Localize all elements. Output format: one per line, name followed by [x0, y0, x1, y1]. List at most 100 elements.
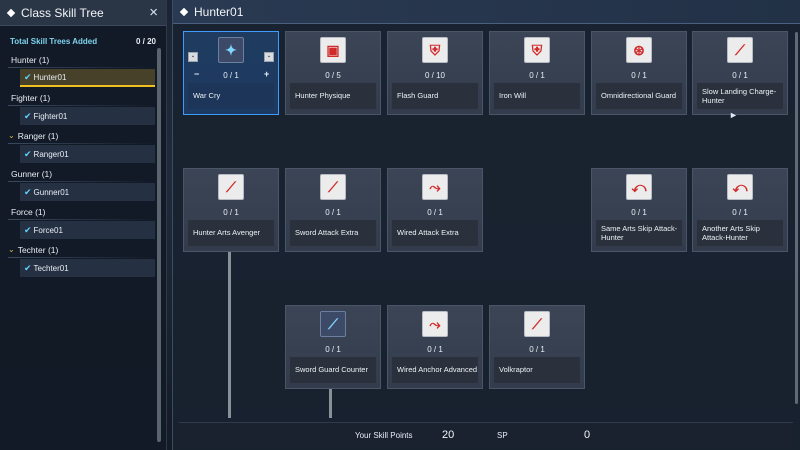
skill-name: Hunter Arts Avenger: [188, 220, 274, 246]
wired-anchor-advanced-icon: ⤳: [422, 311, 448, 337]
skill-tree-item-ranger01[interactable]: ✔ Ranger01: [20, 145, 155, 163]
skill-name: Wired Attack Extra: [392, 220, 478, 246]
skill-name: Hunter Physique: [290, 83, 376, 109]
skill-points-label: Your Skill Points: [355, 431, 413, 440]
chevron-icon: ⌄: [8, 245, 15, 254]
skill-card-same-arts-skip-attack-hunter[interactable]: ⤺ 0 / 1 Same Arts Skip Attack-Hunter: [591, 168, 687, 252]
check-icon: ✔: [24, 71, 32, 82]
slot-icon: ▪: [188, 52, 198, 62]
skill-level: 0 / 1: [631, 71, 647, 80]
skill-tree-scrollbar[interactable]: [795, 32, 798, 404]
skill-card-volkraptor[interactable]: ⟋ 0 / 1 Volkraptor: [489, 305, 585, 389]
skill-name: Same Arts Skip Attack-Hunter: [596, 220, 682, 246]
slow-landing-icon: ⟋: [727, 37, 753, 63]
sp-label: SP: [497, 431, 508, 440]
panel-header: Class Skill Tree ×: [0, 0, 166, 26]
slot-icon: ▪: [264, 52, 274, 62]
class-heading-techter: ⌄ Techter (1): [8, 240, 155, 259]
skill-card-hunter-physique[interactable]: ▣ 0 / 5 Hunter Physique: [285, 31, 381, 115]
skill-tree-item-force01[interactable]: ✔ Force01: [20, 221, 155, 239]
tree-connector: [228, 252, 231, 418]
skill-level: 0 / 5: [325, 71, 341, 80]
skill-card-sword-attack-extra[interactable]: ⟋ 0 / 1 Sword Attack Extra: [285, 168, 381, 252]
skill-level: 0 / 1: [223, 71, 239, 80]
skill-level: 0 / 1: [529, 345, 545, 354]
volkraptor-icon: ⟋: [524, 311, 550, 337]
skill-tree-title: Hunter01: [194, 4, 244, 19]
skill-points-value: 20: [442, 429, 455, 441]
chevron-icon: ⌄: [8, 131, 15, 140]
skill-name: Omnidirectional Guard: [596, 83, 682, 109]
skill-name: Another Arts Skip Attack-Hunter: [697, 220, 783, 246]
skill-name: Volkraptor: [494, 357, 580, 383]
skill-level: 0 / 1: [732, 208, 748, 217]
class-heading-ranger: ⌄ Ranger (1): [8, 126, 155, 145]
skill-card-another-arts-skip-attack-hunter[interactable]: ⤺ 0 / 1 Another Arts Skip Attack-Hunter: [692, 168, 788, 252]
skill-level: 0 / 1: [631, 208, 647, 217]
close-icon[interactable]: ×: [149, 4, 158, 21]
skill-tree-header: Hunter01: [173, 0, 800, 24]
check-icon: ✔: [24, 262, 32, 273]
tree-connector: [329, 388, 332, 418]
skill-tree-item-techter01[interactable]: ✔ Techter01: [20, 259, 155, 277]
skill-tree-item-hunter01[interactable]: ✔ Hunter01: [20, 69, 155, 87]
diamond-icon: [179, 7, 189, 16]
flash-guard-icon: ⛨: [422, 37, 448, 63]
skill-level: 0 / 1: [732, 71, 748, 80]
skill-card-omnidirectional-guard[interactable]: ⊛ 0 / 1 Omnidirectional Guard: [591, 31, 687, 115]
skill-card-war-cry[interactable]: ▪ ▪ ✦ − 0 / 1 + War Cry: [183, 31, 279, 115]
same-arts-skip-icon: ⤺: [626, 174, 652, 200]
hunter-physique-icon: ▣: [320, 37, 346, 63]
skill-level: 0 / 1: [325, 208, 341, 217]
class-skill-tree-panel: Class Skill Tree × Total Skill Trees Add…: [0, 0, 167, 450]
another-arts-skip-icon: ⤺: [727, 174, 753, 200]
skill-name: Sword Attack Extra: [290, 220, 376, 246]
sword-guard-counter-icon: ⟋: [320, 311, 346, 337]
iron-will-icon: ⛨: [524, 37, 550, 63]
skill-card-flash-guard[interactable]: ⛨ 0 / 10 Flash Guard: [387, 31, 483, 115]
summary-label: Total Skill Trees Added: [10, 36, 98, 46]
skill-level: 0 / 1: [427, 208, 443, 217]
increase-button[interactable]: +: [264, 69, 270, 79]
check-icon: ✔: [24, 186, 32, 197]
skill-level: 0 / 1: [427, 345, 443, 354]
class-heading-hunter: Hunter (1): [8, 50, 155, 69]
class-heading-fighter: Fighter (1): [8, 88, 155, 107]
war-cry-icon: ✦: [218, 37, 244, 63]
skill-card-wired-anchor-advanced[interactable]: ⤳ 0 / 1 Wired Anchor Advanced: [387, 305, 483, 389]
left-scrollbar[interactable]: [157, 48, 161, 442]
skill-name: Slow Landing Charge-Hunter: [697, 83, 783, 109]
diamond-icon: [6, 8, 16, 17]
skill-name: Iron Will: [494, 83, 580, 109]
skill-name: Flash Guard: [392, 83, 478, 109]
skill-level: 0 / 1: [223, 208, 239, 217]
summary-count: 0 / 20: [135, 36, 156, 46]
check-icon: ✔: [24, 148, 32, 159]
arrow-right-icon: ►: [729, 110, 738, 120]
omnidirectional-guard-icon: ⊛: [626, 37, 652, 63]
class-heading-gunner: Gunner (1): [8, 164, 155, 183]
skill-tree-item-fighter01[interactable]: ✔ Fighter01: [20, 107, 155, 125]
skill-tree-item-gunner01[interactable]: ✔ Gunner01: [20, 183, 155, 201]
skill-level: 0 / 1: [529, 71, 545, 80]
skill-card-sword-guard-counter[interactable]: ⟋ 0 / 1 Sword Guard Counter: [285, 305, 381, 389]
panel-title: Class Skill Tree: [21, 5, 104, 20]
skill-tree-panel: Hunter01 ▪ ▪ ✦ − 0 / 1 + War Cry ▣ 0 / 5…: [172, 0, 800, 450]
skill-card-hunter-arts-avenger[interactable]: ⟋ 0 / 1 Hunter Arts Avenger: [183, 168, 279, 252]
skill-name: War Cry: [188, 83, 274, 109]
sword-attack-extra-icon: ⟋: [320, 174, 346, 200]
wired-attack-extra-icon: ⤳: [422, 174, 448, 200]
skill-name: Wired Anchor Advanced: [392, 357, 478, 383]
check-icon: ✔: [24, 224, 32, 235]
hunter-arts-avenger-icon: ⟋: [218, 174, 244, 200]
decrease-button[interactable]: −: [194, 69, 200, 79]
skill-tree-summary: Total Skill Trees Added 0 / 20: [0, 30, 166, 52]
skill-card-iron-will[interactable]: ⛨ 0 / 1 Iron Will: [489, 31, 585, 115]
skill-name: Sword Guard Counter: [290, 357, 376, 383]
check-icon: ✔: [24, 110, 32, 121]
skill-level: 0 / 10: [424, 71, 445, 80]
skill-card-slow-landing-charge-hunter[interactable]: ⟋ 0 / 1 Slow Landing Charge-Hunter: [692, 31, 788, 115]
skill-card-wired-attack-extra[interactable]: ⤳ 0 / 1 Wired Attack Extra: [387, 168, 483, 252]
skill-points-bar: Your Skill Points 20 SP 0: [179, 422, 793, 448]
class-heading-force: Force (1): [8, 202, 155, 221]
